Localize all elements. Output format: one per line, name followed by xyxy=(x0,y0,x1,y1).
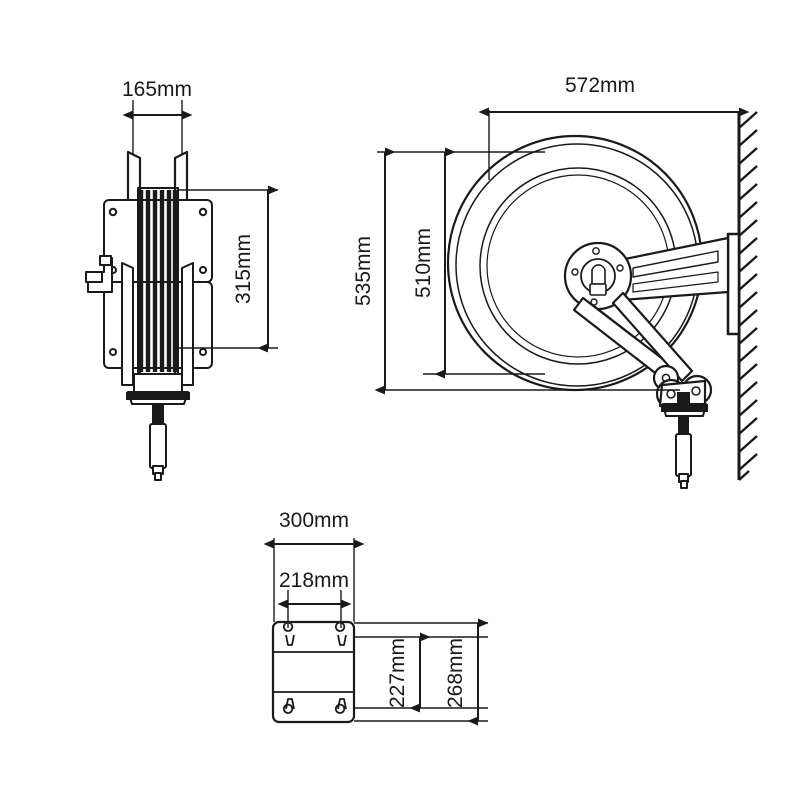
dimension-label-300: 300mm xyxy=(279,509,349,532)
bracket-plate-body xyxy=(271,620,356,724)
ext-lines-165 xyxy=(132,100,183,160)
dimension-label-510: 510mm xyxy=(412,228,435,298)
wall-bracket-plate xyxy=(726,232,741,336)
swivel-arm-brace xyxy=(611,291,694,383)
hose-outlet-stem-side xyxy=(661,392,708,489)
dimension-label-227: 227mm xyxy=(386,638,409,708)
outlet-collar xyxy=(126,373,190,405)
dimension-227: 227mm xyxy=(354,632,488,713)
dimension-535: 535mm xyxy=(352,147,680,395)
dimension-218: 218mm xyxy=(277,569,352,628)
wound-hose-ribs xyxy=(138,190,178,372)
side-elevation-view xyxy=(446,111,758,489)
dimension-315: 315mm xyxy=(178,185,279,353)
back-mounting-plate-lower xyxy=(103,281,213,369)
hose-outlet-stem xyxy=(149,404,167,481)
dimension-label-165: 165mm xyxy=(122,78,192,101)
dimension-510: 510mm xyxy=(412,147,545,379)
dimension-label-268: 268mm xyxy=(444,638,467,708)
dimension-165: 165mm xyxy=(122,78,193,120)
dimension-label-572: 572mm xyxy=(565,74,635,97)
dimension-label-218: 218mm xyxy=(279,569,349,592)
dimension-268: 268mm xyxy=(354,618,489,726)
reel-hub-plate xyxy=(563,241,633,311)
dimension-572: 572mm xyxy=(478,74,750,180)
dimension-label-315: 315mm xyxy=(232,234,255,304)
bracket-plate-view xyxy=(271,620,356,724)
inlet-fitting xyxy=(85,255,113,293)
wall-hatching xyxy=(738,111,758,481)
dimension-300: 300mm xyxy=(263,509,365,622)
dimension-label-535: 535mm xyxy=(352,236,375,306)
back-mounting-plate xyxy=(103,199,213,283)
left-elevation-view xyxy=(85,100,213,481)
swivel-arm-upper xyxy=(618,236,730,302)
bracket-keyhole-slots xyxy=(282,621,347,714)
